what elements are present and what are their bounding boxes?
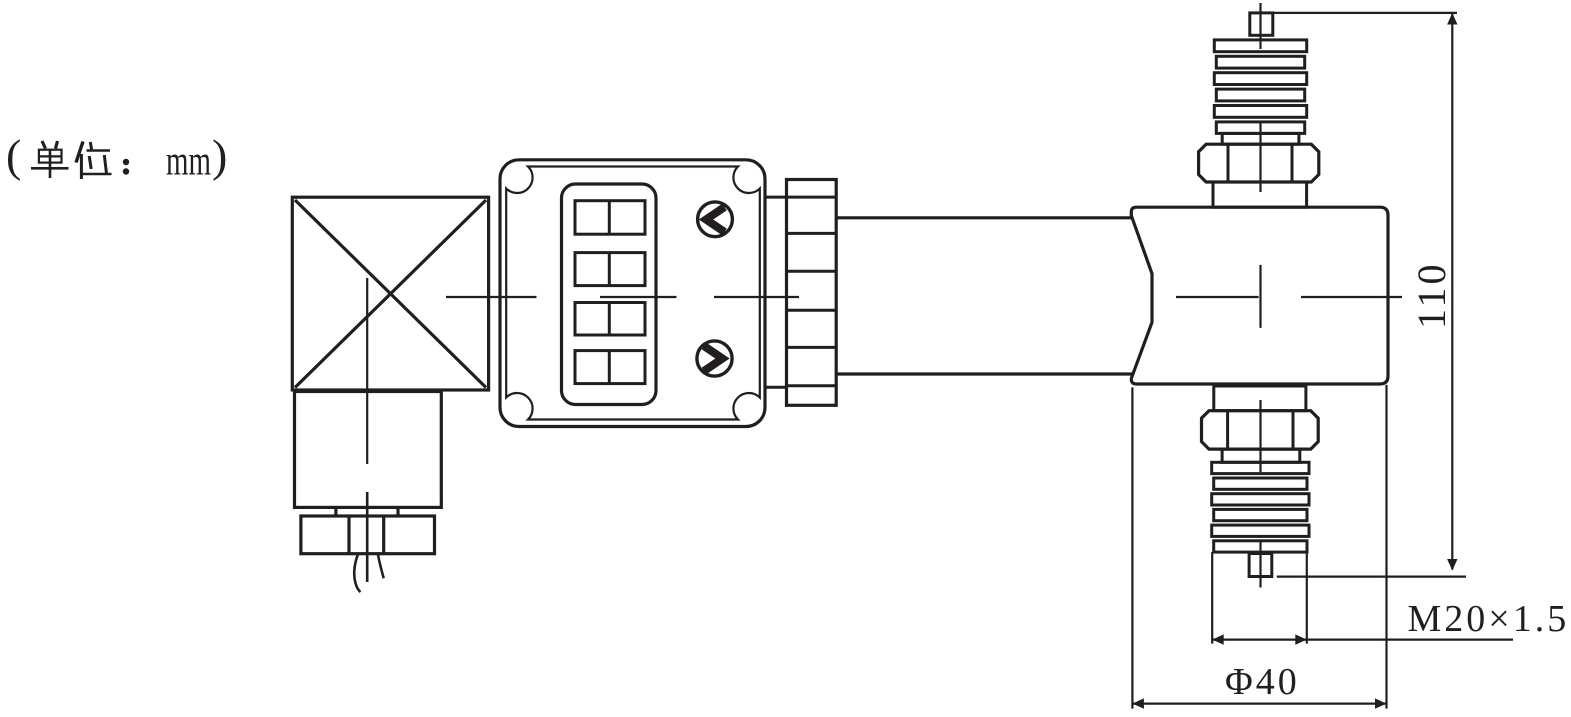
svg-text:): ) [212,130,227,181]
svg-text:Φ40: Φ40 [1225,661,1300,703]
svg-text:110: 110 [1409,261,1454,329]
svg-text:M20×1.5: M20×1.5 [1408,598,1570,640]
svg-text:(: ( [6,130,21,181]
svg-text:mm: mm [166,139,211,185]
